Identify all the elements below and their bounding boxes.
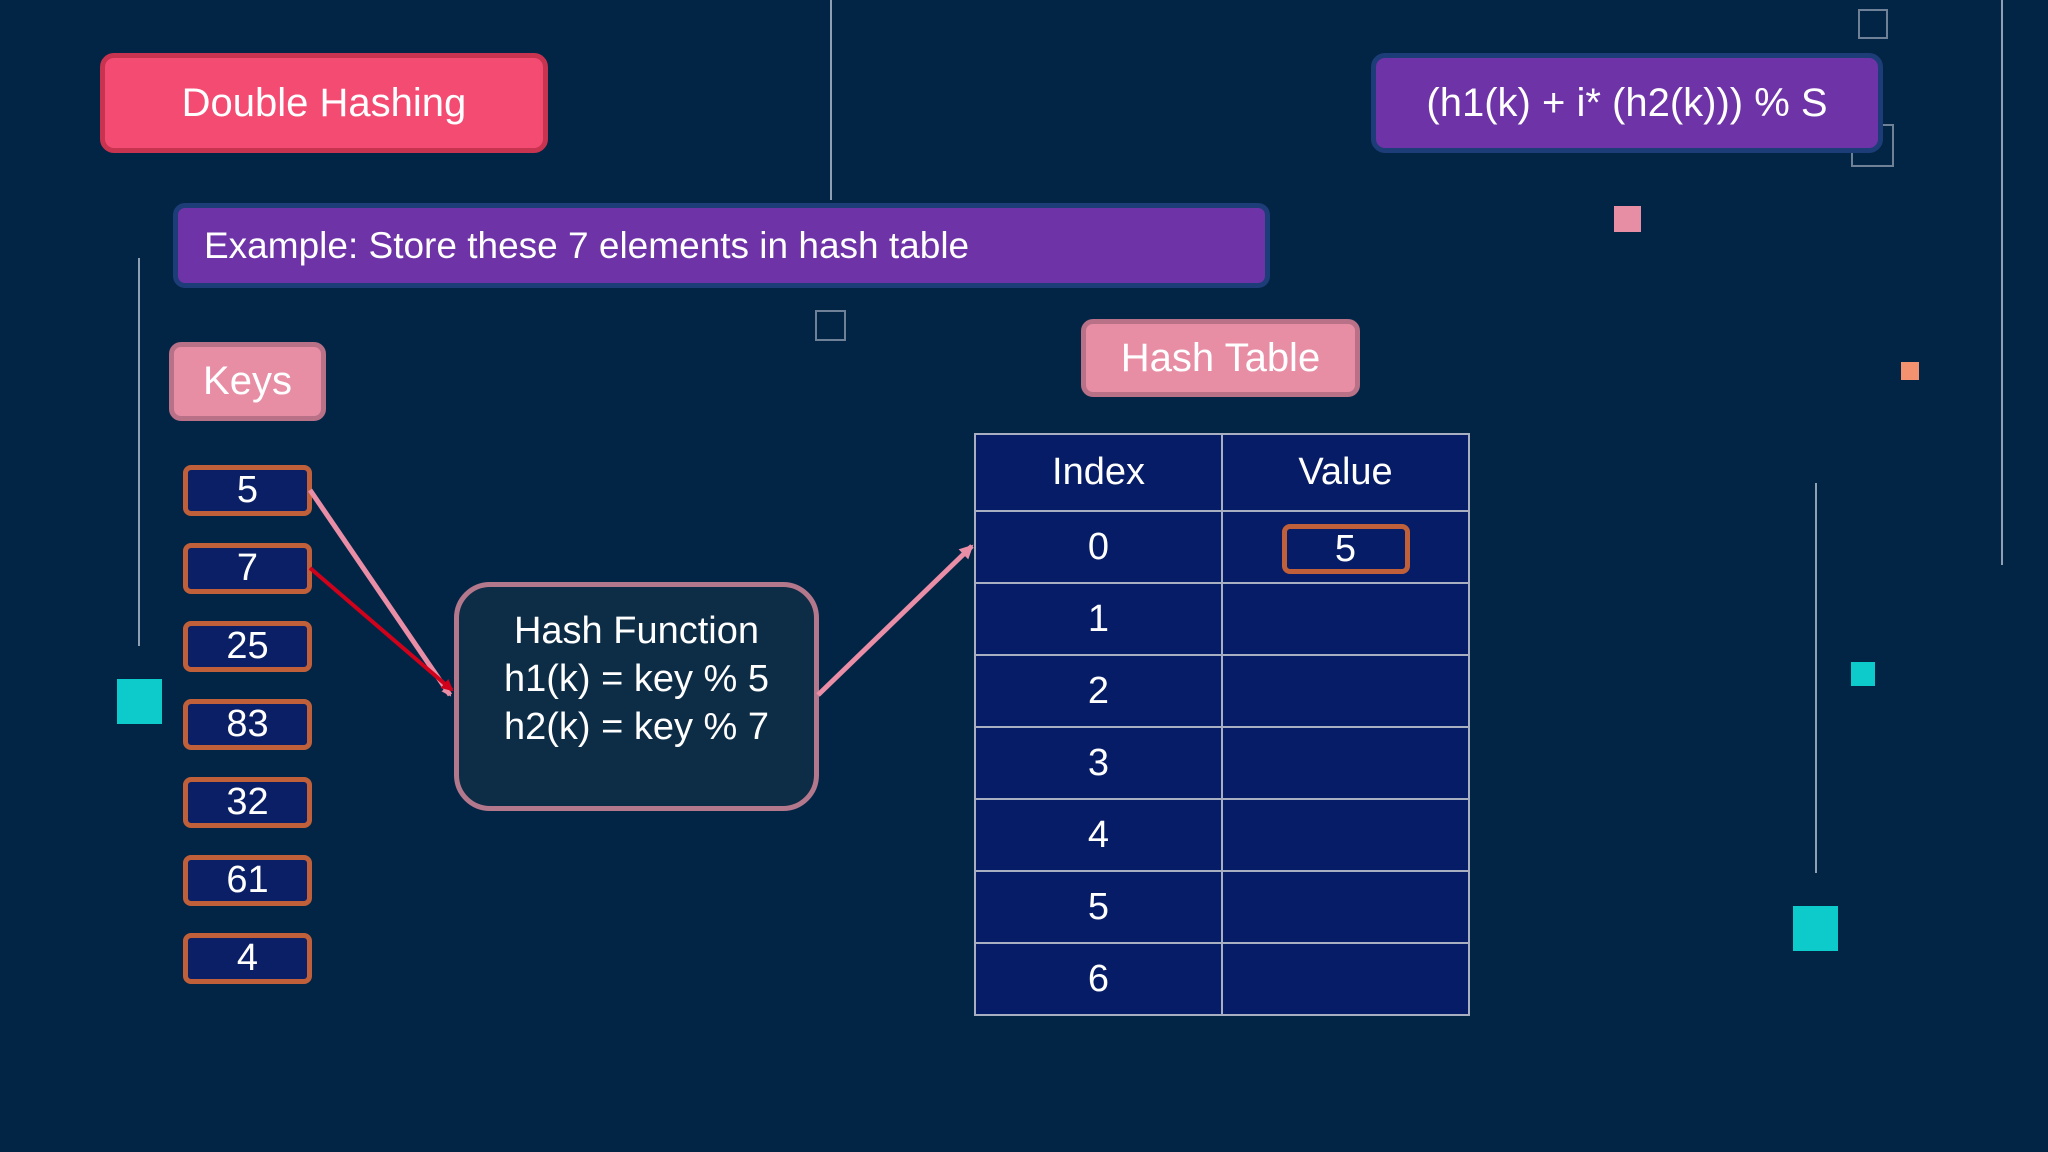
decor-line <box>2001 0 2003 565</box>
index-cell: 5 <box>974 870 1223 944</box>
decor-square-outline <box>1858 9 1888 39</box>
table-row: 3 <box>974 726 1470 800</box>
decor-line <box>1815 483 1817 873</box>
stored-value: 5 <box>1281 524 1410 574</box>
arrow-key7-to-hash <box>308 566 454 692</box>
key-item: 4 <box>183 933 312 984</box>
decor-square-teal <box>117 679 162 724</box>
index-cell: 1 <box>974 582 1223 656</box>
key-item: 32 <box>183 777 312 828</box>
hash-table-header-row: Index Value <box>974 433 1470 512</box>
key-item: 83 <box>183 699 312 750</box>
value-cell <box>1221 942 1470 1016</box>
table-row: 6 <box>974 942 1470 1016</box>
key-item: 5 <box>183 465 312 516</box>
hash-function-h2: h2(k) = key % 7 <box>503 706 770 748</box>
decor-square-teal <box>1793 906 1838 951</box>
hash-table: Index Value 0 5 1 2 3 4 5 <box>974 433 1470 1016</box>
table-row: 5 <box>974 870 1470 944</box>
hash-function-h1: h1(k) = key % 5 <box>503 658 770 700</box>
slide-title: Double Hashing <box>100 53 548 153</box>
decor-square-orange <box>1901 362 1919 380</box>
value-cell <box>1221 870 1470 944</box>
arrow-hash-to-table <box>816 544 974 697</box>
index-cell: 3 <box>974 726 1223 800</box>
decor-line <box>830 0 832 200</box>
keys-label: Keys <box>169 342 326 421</box>
double-hash-formula: (h1(k) + i* (h2(k))) % S <box>1371 53 1883 153</box>
table-row: 4 <box>974 798 1470 872</box>
decor-square-pink <box>1614 206 1641 232</box>
value-cell <box>1221 798 1470 872</box>
key-item: 7 <box>183 543 312 594</box>
value-header: Value <box>1221 433 1470 512</box>
key-item: 25 <box>183 621 312 672</box>
key-item: 61 <box>183 855 312 906</box>
hash-function-box: Hash Function h1(k) = key % 5 h2(k) = ke… <box>454 582 819 811</box>
value-cell <box>1221 582 1470 656</box>
table-row: 0 5 <box>974 510 1470 584</box>
index-cell: 4 <box>974 798 1223 872</box>
table-row: 2 <box>974 654 1470 728</box>
example-banner: Example: Store these 7 elements in hash … <box>173 203 1270 288</box>
index-cell: 2 <box>974 654 1223 728</box>
table-row: 1 <box>974 582 1470 656</box>
arrow-key5-to-hash <box>307 488 453 697</box>
value-cell: 5 <box>1221 510 1470 584</box>
value-cell <box>1221 654 1470 728</box>
index-cell: 6 <box>974 942 1223 1016</box>
decor-square-outline <box>815 310 846 341</box>
decor-line <box>138 258 140 646</box>
index-header: Index <box>974 433 1223 512</box>
decor-square-teal <box>1851 662 1875 686</box>
value-cell <box>1221 726 1470 800</box>
hash-function-title: Hash Function <box>513 610 759 652</box>
hash-table-label: Hash Table <box>1081 319 1360 397</box>
index-cell: 0 <box>974 510 1223 584</box>
